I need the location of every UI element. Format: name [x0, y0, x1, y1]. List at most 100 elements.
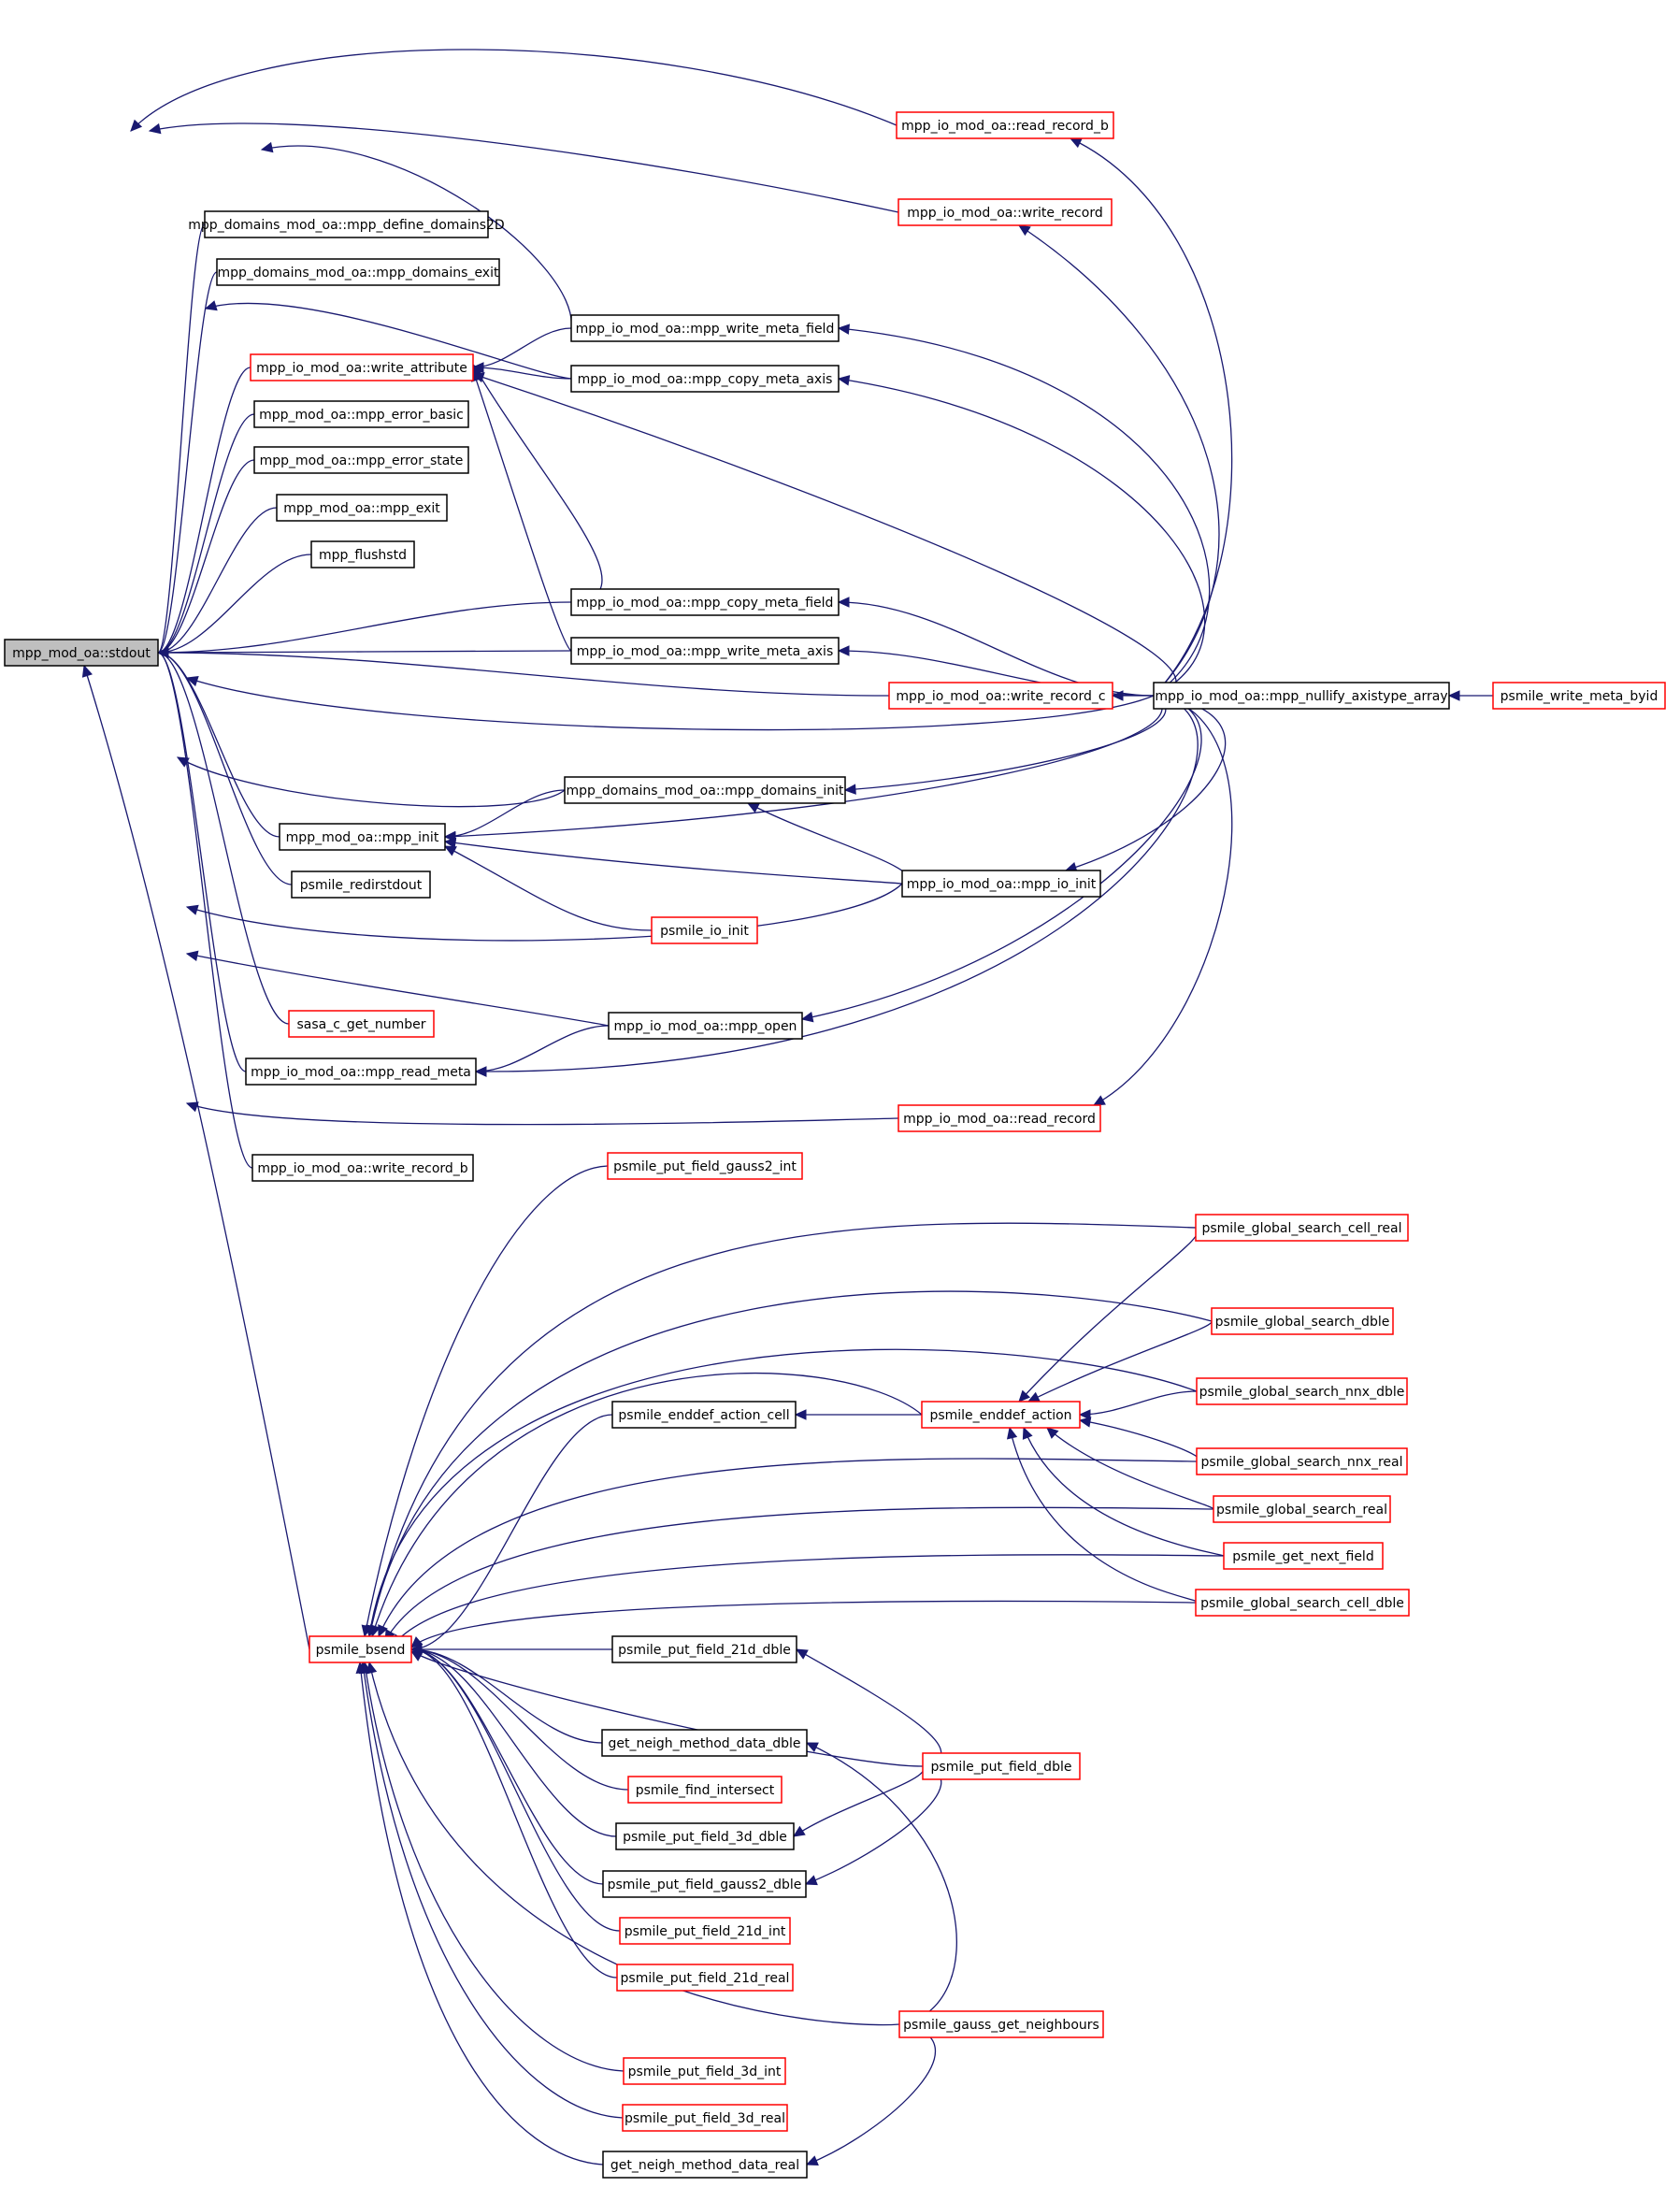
node-box[interactable] [602, 2151, 808, 2179]
node-box[interactable] [1196, 1447, 1408, 1475]
node-sasa[interactable]: sasa_c_get_number [288, 1010, 435, 1038]
node-next-field[interactable]: psmile_get_next_field [1223, 1542, 1384, 1570]
node-box[interactable] [607, 1152, 803, 1180]
node-box[interactable] [570, 314, 840, 342]
node-box[interactable] [251, 1154, 474, 1182]
node-gs-dble[interactable]: psmile_global_search_dble [1211, 1307, 1394, 1335]
node-box[interactable] [276, 494, 448, 522]
node-read-record[interactable]: mpp_io_mod_oa::read_record [897, 1104, 1101, 1132]
node-f3d-real[interactable]: psmile_put_field_3d_real [622, 2104, 788, 2132]
node-box[interactable] [310, 540, 415, 568]
node-box[interactable] [888, 682, 1113, 710]
node-find-intersect[interactable]: psmile_find_intersect [627, 1776, 783, 1804]
node-box[interactable] [253, 446, 469, 474]
node-bsend[interactable]: psmile_bsend [309, 1635, 412, 1663]
node-box[interactable] [1195, 1214, 1409, 1242]
node-copy-meta-axis[interactable]: mpp_io_mod_oa::mpp_copy_meta_axis [570, 365, 840, 393]
node-box[interactable] [1153, 682, 1450, 710]
node-read-meta[interactable]: mpp_io_mod_oa::mpp_read_meta [245, 1058, 477, 1086]
node-write-record-c[interactable]: mpp_io_mod_oa::write_record_c [888, 682, 1113, 710]
node-box[interactable] [245, 1058, 477, 1086]
node-write-record-b[interactable]: mpp_io_mod_oa::write_record_b [251, 1154, 474, 1182]
node-box[interactable] [4, 639, 159, 667]
node-box[interactable] [615, 1822, 795, 1850]
node-box[interactable] [1195, 1589, 1410, 1617]
node-psmile-io-init[interactable]: psmile_io_init [651, 916, 758, 944]
node-box[interactable] [204, 210, 489, 238]
node-box[interactable] [622, 2104, 788, 2132]
node-enddef-cell[interactable]: psmile_enddef_action_cell [611, 1401, 797, 1429]
node-box[interactable] [602, 1870, 807, 1898]
node-error-basic[interactable]: mpp_mod_oa::mpp_error_basic [253, 400, 469, 428]
node-box[interactable] [1492, 682, 1666, 710]
node-gs-nnx-real[interactable]: psmile_global_search_nnx_real [1196, 1447, 1408, 1475]
node-error-state[interactable]: mpp_mod_oa::mpp_error_state [253, 446, 469, 474]
node-f3d-dble[interactable]: psmile_put_field_3d_dble [615, 1822, 795, 1850]
node-f3d-int[interactable]: psmile_put_field_3d_int [623, 2057, 786, 2085]
node-write-record[interactable]: mpp_io_mod_oa::write_record [897, 198, 1113, 226]
node-mpp-init[interactable]: mpp_mod_oa::mpp_init [279, 823, 446, 851]
node-box[interactable] [250, 353, 474, 381]
node-box[interactable] [619, 1917, 791, 1945]
node-mpp-exit[interactable]: mpp_mod_oa::mpp_exit [276, 494, 448, 522]
node-box[interactable] [1211, 1307, 1394, 1335]
node-gs-real[interactable]: psmile_global_search_real [1213, 1495, 1391, 1523]
node-box[interactable] [564, 776, 846, 804]
node-box[interactable] [921, 1401, 1081, 1429]
node-flushstd[interactable]: mpp_flushstd [310, 540, 415, 568]
node-gs-cell-real[interactable]: psmile_global_search_cell_real [1195, 1214, 1409, 1242]
node-gauss2-int[interactable]: psmile_put_field_gauss2_int [607, 1152, 803, 1180]
node-box[interactable] [896, 111, 1114, 139]
node-box[interactable] [611, 1635, 797, 1663]
node-box[interactable] [651, 916, 758, 944]
node-box[interactable] [1196, 1377, 1408, 1405]
node-mpp-open[interactable]: mpp_io_mod_oa::mpp_open [608, 1012, 803, 1040]
node-box[interactable] [288, 1010, 435, 1038]
node-box[interactable] [253, 400, 469, 428]
node-define-domains2D[interactable]: mpp_domains_mod_oa::mpp_define_domains2D [188, 210, 505, 238]
node-box[interactable] [279, 823, 446, 851]
node-put-dble[interactable]: psmile_put_field_dble [922, 1752, 1081, 1780]
node-gs-nnx-dble[interactable]: psmile_global_search_nnx_dble [1196, 1377, 1408, 1405]
node-f21d-int[interactable]: psmile_put_field_21d_int [619, 1917, 791, 1945]
node-read-record-b[interactable]: mpp_io_mod_oa::read_record_b [896, 111, 1114, 139]
node-stdout[interactable]: mpp_mod_oa::stdout [4, 639, 159, 667]
node-box[interactable] [623, 2057, 786, 2085]
node-box[interactable] [1213, 1495, 1391, 1523]
node-box[interactable] [897, 198, 1113, 226]
node-box[interactable] [291, 870, 431, 899]
node-copy-meta-field[interactable]: mpp_io_mod_oa::mpp_copy_meta_field [570, 588, 840, 616]
node-write-meta-axis[interactable]: mpp_io_mod_oa::mpp_write_meta_axis [570, 637, 840, 665]
node-io-init[interactable]: mpp_io_mod_oa::mpp_io_init [901, 870, 1101, 898]
node-box[interactable] [901, 870, 1101, 898]
node-box[interactable] [898, 2010, 1104, 2038]
node-write-meta-field[interactable]: mpp_io_mod_oa::mpp_write_meta_field [570, 314, 840, 342]
node-enddef[interactable]: psmile_enddef_action [921, 1401, 1081, 1429]
node-box[interactable] [601, 1729, 808, 1757]
node-box[interactable] [216, 258, 500, 286]
node-box[interactable] [611, 1401, 797, 1429]
node-box[interactable] [570, 365, 840, 393]
node-box[interactable] [627, 1776, 783, 1804]
node-nullify[interactable]: mpp_io_mod_oa::mpp_nullify_axistype_arra… [1153, 682, 1450, 710]
node-box[interactable] [922, 1752, 1081, 1780]
node-box[interactable] [616, 1964, 794, 1992]
node-redirstdout[interactable]: psmile_redirstdout [291, 870, 431, 899]
node-box[interactable] [897, 1104, 1101, 1132]
node-f21d-dble[interactable]: psmile_put_field_21d_dble [611, 1635, 797, 1663]
node-write-attribute[interactable]: mpp_io_mod_oa::write_attribute [250, 353, 474, 381]
node-box[interactable] [309, 1635, 412, 1663]
node-box[interactable] [1223, 1542, 1384, 1570]
node-domains-exit[interactable]: mpp_domains_mod_oa::mpp_domains_exit [216, 258, 500, 286]
node-f21d-real[interactable]: psmile_put_field_21d_real [616, 1964, 794, 1992]
node-write-meta-byid[interactable]: psmile_write_meta_byid [1492, 682, 1666, 710]
node-box[interactable] [608, 1012, 803, 1040]
node-box[interactable] [570, 637, 840, 665]
node-gauss2-dble[interactable]: psmile_put_field_gauss2_dble [602, 1870, 807, 1898]
node-gauss-neigh[interactable]: psmile_gauss_get_neighbours [898, 2010, 1104, 2038]
node-gs-cell-dble[interactable]: psmile_global_search_cell_dble [1195, 1589, 1410, 1617]
node-domains-init[interactable]: mpp_domains_mod_oa::mpp_domains_init [564, 776, 846, 804]
node-neigh-dble[interactable]: get_neigh_method_data_dble [601, 1729, 808, 1757]
node-box[interactable] [570, 588, 840, 616]
node-neigh-real[interactable]: get_neigh_method_data_real [602, 2151, 808, 2179]
